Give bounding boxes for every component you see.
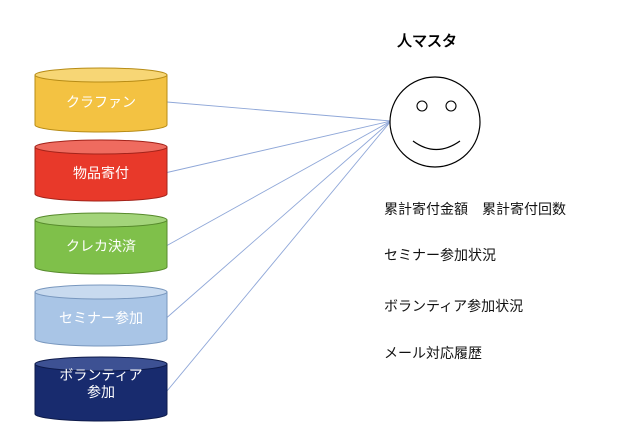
cylinder-body [34, 219, 168, 275]
database-label-goods-donation: 物品寄付 [73, 165, 129, 182]
connector-line-crowdfunding [166, 101, 392, 122]
database-label-volunteer: ボランティア参加 [59, 368, 143, 401]
database-seminar [34, 284, 168, 347]
database-goods-donation [34, 139, 168, 202]
attribute-donation-totals: 累計寄付金額 累計寄付回数 [384, 202, 566, 218]
cylinder-body [34, 146, 168, 202]
cylinder-top [34, 356, 168, 372]
cylinder-top [34, 284, 168, 300]
database-credit-card [34, 212, 168, 275]
cylinder-body [34, 363, 168, 422]
database-crowdfunding [34, 67, 168, 133]
connector-line-goods-donation [166, 120, 392, 173]
cylinder-top [34, 212, 168, 228]
database-cylinders [34, 67, 168, 422]
person-face-icon [389, 76, 481, 168]
database-label-seminar: セミナー参加 [59, 310, 143, 327]
database-label-credit-card: クレカ決済 [66, 238, 136, 255]
attribute-mail-history: メール対応履歴 [384, 346, 482, 362]
cylinder-top [34, 139, 168, 155]
cylinder-top [34, 67, 168, 83]
database-volunteer [34, 356, 168, 422]
connector-line-volunteer [166, 120, 392, 392]
database-label-crowdfunding: クラファン [66, 95, 136, 111]
cylinder-body [34, 74, 168, 133]
connector-line-seminar [166, 120, 392, 318]
person-master-title: 人マスタ [396, 32, 457, 50]
attribute-seminar-status: セミナー参加状況 [384, 248, 496, 264]
connector-line-credit-card [166, 120, 392, 246]
cylinder-body [34, 291, 168, 347]
connector-lines [166, 101, 392, 392]
attribute-volunteer-status: ボランティア参加状況 [384, 299, 524, 315]
